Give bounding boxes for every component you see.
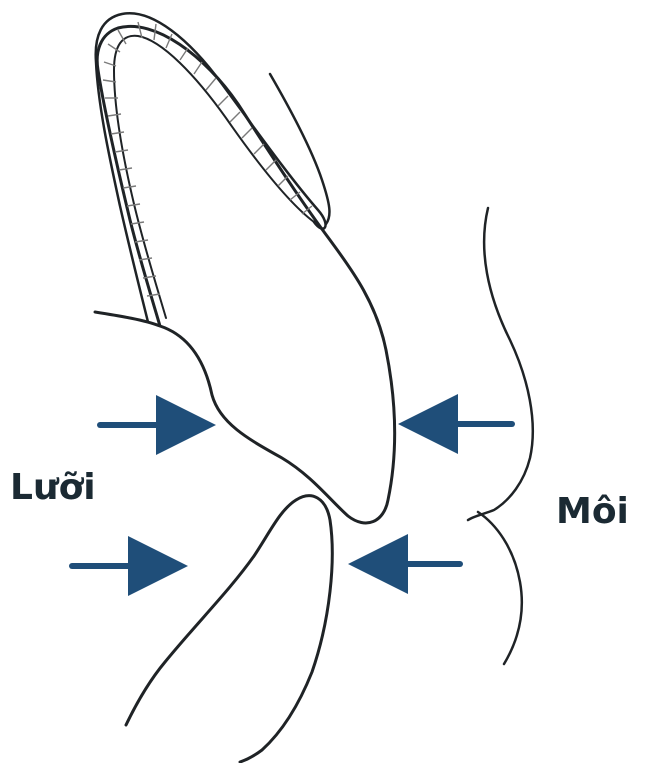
lip-outline: [468, 208, 533, 664]
upper-tooth-crown: [95, 26, 395, 523]
gum-hatching: [103, 22, 312, 296]
lip-label: Môi: [556, 494, 629, 530]
tongue-label: Lưỡi: [10, 470, 96, 506]
upper-contour-line: [270, 74, 329, 224]
lower-tooth: [126, 496, 332, 762]
